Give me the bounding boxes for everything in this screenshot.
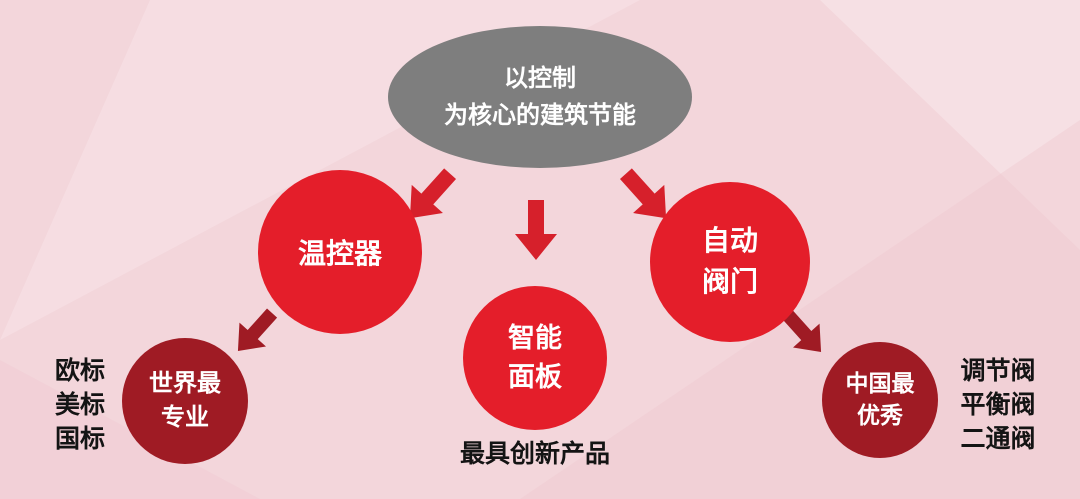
annotation-valve-regulating: 调节阀 [960, 356, 1036, 385]
node-china-best-line2: 优秀 [857, 403, 903, 429]
node-thermostat: 温控器 [258, 170, 422, 334]
annotation-most-innovative: 最具创新产品 [459, 439, 610, 468]
node-root-line1: 以控制 [504, 63, 576, 92]
node-auto-valve-line2: 阀门 [701, 265, 758, 298]
arrow-root-to-smart-panel-icon [515, 200, 557, 260]
annotation-standard-cn: 国标 [54, 423, 105, 453]
node-smart-panel: 智能 面板 [463, 286, 607, 430]
annotation-standards-list: 欧标 美标 国标 [40, 354, 120, 455]
annotation-valve-types-list: 调节阀 平衡阀 二通阀 [948, 354, 1048, 455]
node-smart-panel-line1: 智能 [508, 322, 562, 354]
node-smart-panel-line2: 面板 [508, 362, 562, 393]
node-china-most-excellent: 中国最 优秀 [822, 342, 938, 458]
node-world-pro-line2: 专业 [161, 403, 209, 431]
node-root-line2: 为核心的建筑节能 [444, 101, 636, 129]
arrow-thermostat-to-world-pro-icon [237, 308, 278, 351]
background-polygon [820, 0, 1080, 250]
node-auto-valve: 自动 阀门 [650, 182, 810, 342]
node-china-best-line1: 中国最 [845, 370, 915, 397]
node-root-building-energy: 以控制 为核心的建筑节能 [388, 26, 692, 168]
annotation-standard-eu: 欧标 [54, 356, 105, 385]
node-thermostat-label: 温控器 [297, 237, 382, 270]
node-world-most-professional: 世界最 专业 [122, 338, 248, 464]
node-auto-valve-line1: 自动 [701, 224, 758, 258]
node-world-pro-line1: 世界最 [149, 369, 221, 398]
annotation-valve-twoway: 二通阀 [960, 423, 1036, 453]
annotation-standard-us: 美标 [54, 389, 105, 419]
annotation-valve-balancing: 平衡阀 [960, 389, 1036, 419]
